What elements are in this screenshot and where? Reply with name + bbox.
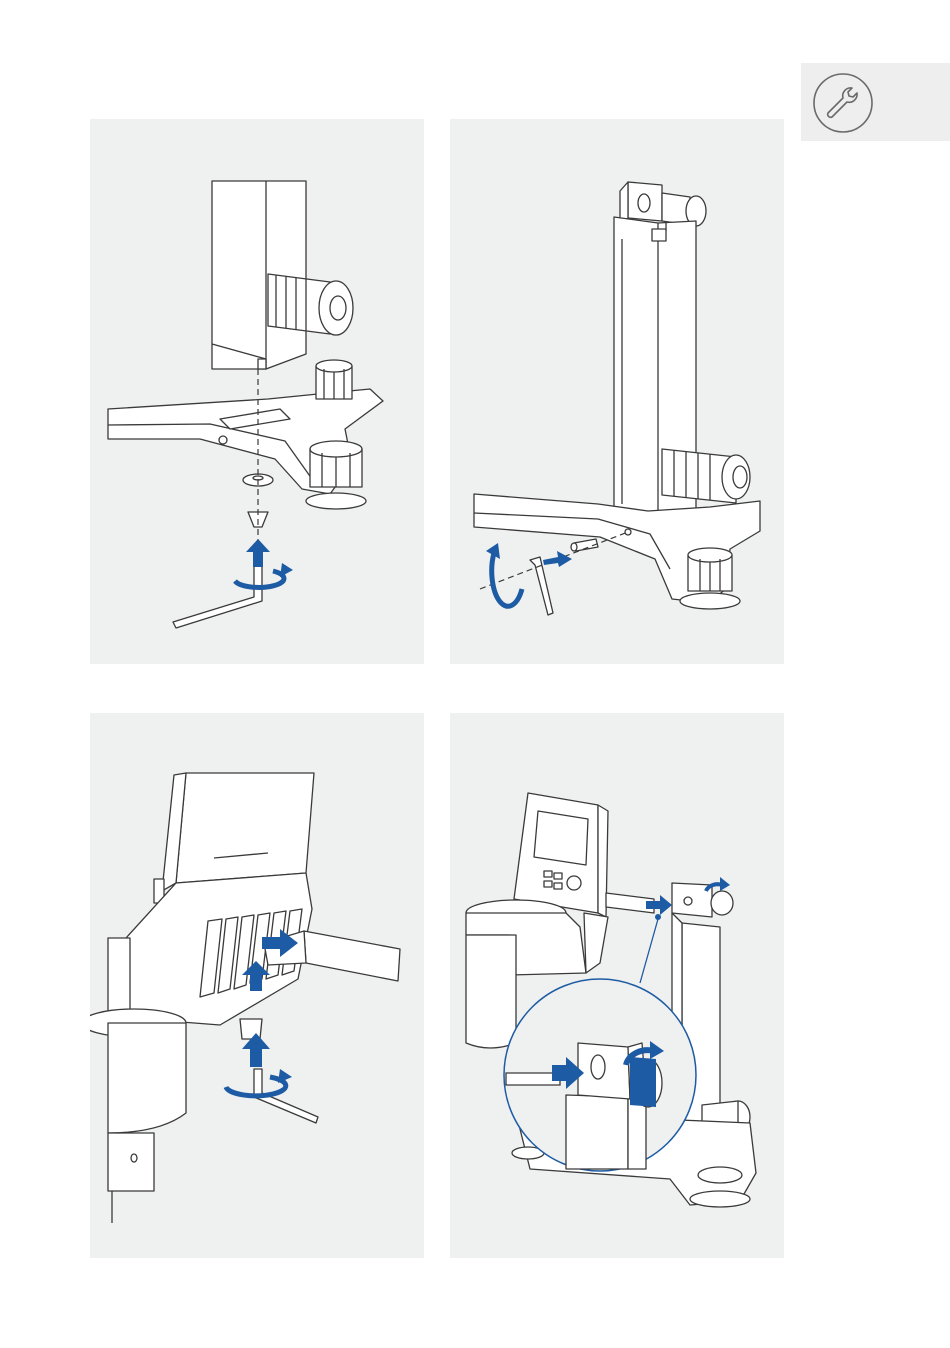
head-bottom-screw-illustration: [90, 713, 424, 1258]
column-base-screw-illustration: [90, 119, 424, 664]
mount-head-on-column-illustration: [450, 713, 784, 1258]
illustration-step-4: [450, 713, 784, 1258]
magnifier-callout-icon: [504, 979, 696, 1171]
illustration-step-3: [90, 713, 424, 1258]
rotate-arrow-icon: [492, 553, 522, 606]
right-arrow-icon: [543, 551, 572, 567]
wrench-icon: [812, 72, 874, 134]
base-set-screw-illustration: [450, 119, 784, 664]
up-arrow-icon: [246, 539, 270, 567]
section-tab: [801, 63, 950, 141]
illustration-step-1: [90, 119, 424, 664]
illustration-step-2: [450, 119, 784, 664]
